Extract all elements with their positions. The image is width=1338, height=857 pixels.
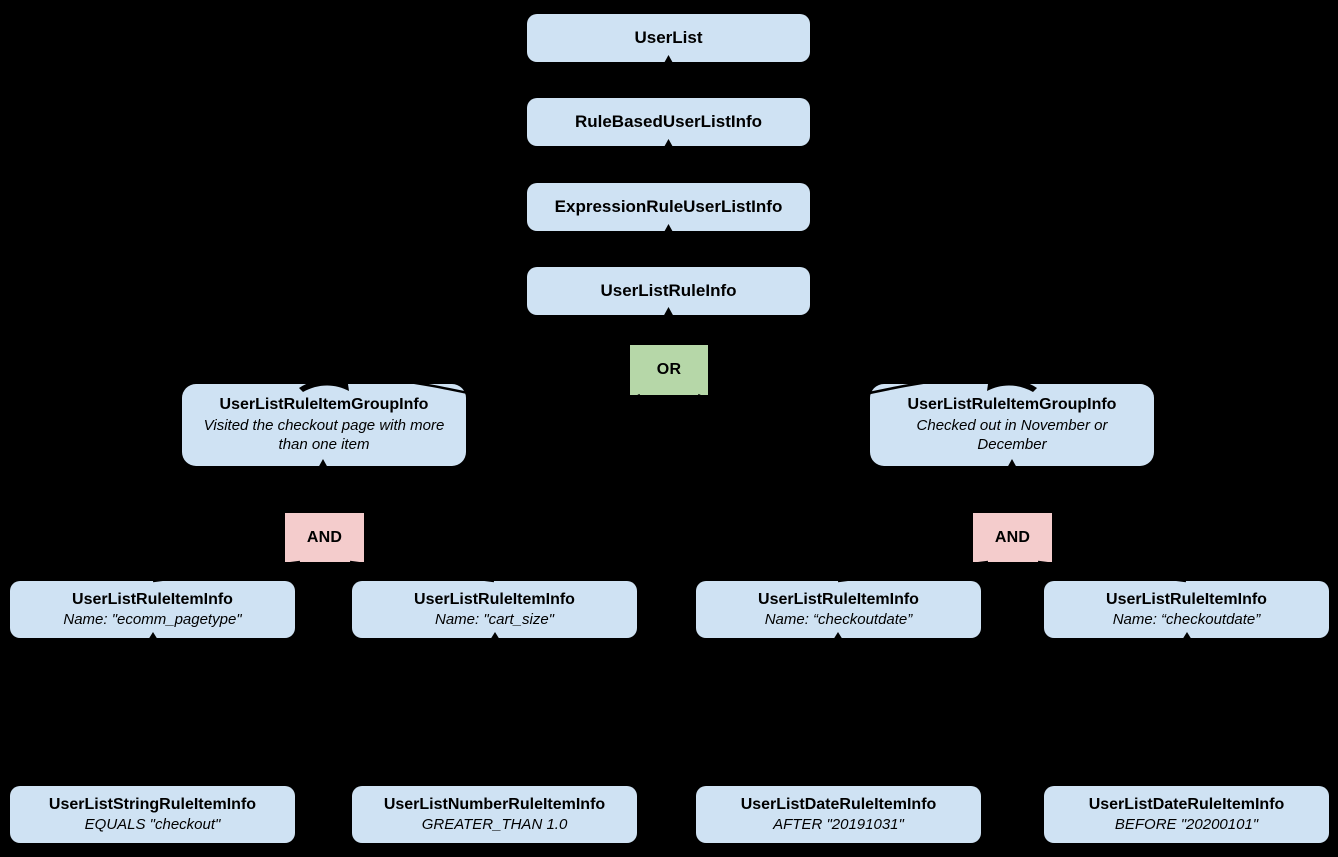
node-description: Name: "cart_size" [434, 611, 555, 629]
node-rule-item-3: UserListRuleItemInfo Name: “checkoutdate… [696, 581, 981, 638]
node-description: Visited the checkout page with more than… [203, 417, 445, 454]
node-operand-4: UserListDateRuleItemInfo BEFORE "2020010… [1044, 786, 1329, 843]
node-description: Name: “checkoutdate” [1112, 611, 1261, 629]
node-description: AFTER "20191031" [773, 816, 904, 834]
node-description: EQUALS "checkout" [84, 816, 221, 834]
node-description: Checked out in November or December [916, 417, 1108, 454]
node-title: UserListDateRuleItemInfo [1088, 795, 1285, 813]
node-title: UserListStringRuleItemInfo [48, 795, 257, 813]
operator-label: AND [994, 528, 1031, 546]
node-rulebaseduserlistinfo: RuleBasedUserListInfo [527, 98, 810, 146]
node-title: UserListRuleItemInfo [1106, 590, 1267, 608]
node-rule-item-2: UserListRuleItemInfo Name: "cart_size" [352, 581, 637, 638]
operator-label: OR [656, 361, 682, 378]
node-userlist: UserList [527, 14, 810, 62]
node-title: ExpressionRuleUserListInfo [554, 196, 783, 216]
node-title: UserListRuleItemInfo [72, 590, 233, 608]
node-operand-3: UserListDateRuleItemInfo AFTER "20191031… [696, 786, 981, 843]
node-title: UserListDateRuleItemInfo [740, 795, 937, 813]
node-description: Name: “checkoutdate” [764, 611, 913, 629]
node-operand-1: UserListStringRuleItemInfo EQUALS "check… [10, 786, 295, 843]
node-description: Name: "ecomm_pagetype" [63, 611, 242, 629]
node-title: UserListRuleInfo [600, 280, 737, 300]
node-operand-2: UserListNumberRuleItemInfo GREATER_THAN … [352, 786, 637, 843]
node-userlistruleinfo: UserListRuleInfo [527, 267, 810, 315]
operator-and-left: AND [285, 513, 364, 562]
node-expressionruleuserlistinfo: ExpressionRuleUserListInfo [527, 183, 810, 231]
node-rule-item-4: UserListRuleItemInfo Name: “checkoutdate… [1044, 581, 1329, 638]
node-rule-item-group-left: UserListRuleItemGroupInfo Visited the ch… [182, 384, 466, 466]
node-title: RuleBasedUserListInfo [574, 111, 763, 131]
operator-or: OR [630, 345, 708, 395]
node-description: BEFORE "20200101" [1114, 816, 1259, 834]
node-title: UserListRuleItemInfo [414, 590, 575, 608]
node-title: UserListRuleItemGroupInfo [219, 396, 429, 414]
node-description: GREATER_THAN 1.0 [421, 816, 568, 834]
node-title: UserList [634, 27, 703, 47]
node-title: UserListRuleItemGroupInfo [907, 396, 1117, 414]
node-rule-item-group-right: UserListRuleItemGroupInfo Checked out in… [870, 384, 1154, 466]
node-title: UserListRuleItemInfo [758, 590, 919, 608]
node-rule-item-1: UserListRuleItemInfo Name: "ecomm_pagety… [10, 581, 295, 638]
operator-label: AND [306, 528, 343, 546]
node-title: UserListNumberRuleItemInfo [383, 795, 606, 813]
operator-and-right: AND [973, 513, 1052, 562]
